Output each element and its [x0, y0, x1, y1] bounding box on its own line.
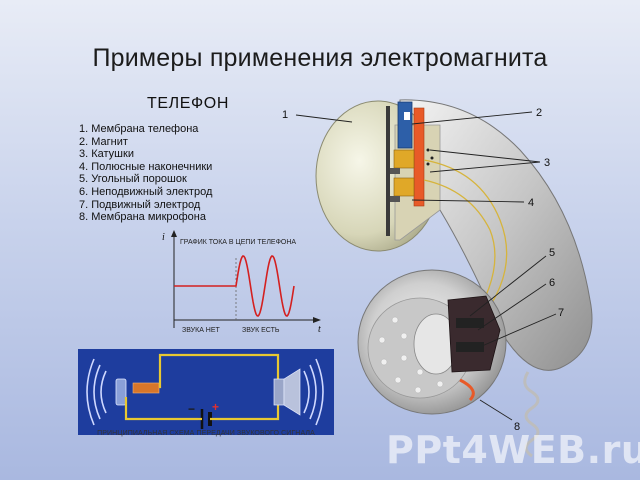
graph-y-label: i [162, 232, 165, 243]
legend-item: 1. Мембрана телефона [79, 123, 199, 135]
microphone-icon [115, 378, 127, 406]
current-signal-line [174, 255, 295, 317]
label-leaders [295, 111, 557, 421]
battery-minus: − [188, 402, 195, 416]
sound-waves-left [86, 358, 107, 426]
circuit-diagram: − + [78, 349, 334, 435]
graph-x-label: t [318, 324, 321, 335]
handset-illustration: 1 2 3 4 5 6 7 8 [282, 99, 593, 458]
parts-legend: 1. Мембрана телефона 2. Магнит 3. Катушк… [79, 123, 212, 224]
cable-spring [523, 371, 540, 458]
watermark: PPt4WEB.ru [386, 428, 640, 472]
graph-sound-label: ЗВУК ЕСТЬ [242, 327, 280, 334]
speaker-icon [273, 368, 301, 416]
diagram-label-1: 1 [282, 109, 288, 121]
coil-icon [393, 149, 415, 197]
battery-plus: + [212, 400, 219, 414]
battery-icon [198, 409, 214, 429]
microphone-part [357, 269, 507, 415]
legend-item: 6. Неподвижный электрод [79, 185, 213, 198]
diagram-label-6: 6 [549, 277, 555, 289]
diagram-label-8: 8 [514, 421, 520, 433]
diagram-label-7: 7 [558, 307, 564, 319]
circuit-wires [124, 353, 280, 421]
handset-body [399, 99, 593, 371]
current-graph: i t ГРАФИК ТОКА В ЦЕПИ ТЕЛЕФОНА ЗВУКА НЕ… [162, 230, 321, 335]
sound-waves-right [303, 358, 324, 426]
legend-item: 4. Полюсные наконечники [79, 160, 213, 173]
graph-title: ГРАФИК ТОКА В ЦЕПИ ТЕЛЕФОНА [180, 239, 296, 246]
phone-title: ТЕЛЕФОН [147, 95, 229, 112]
diagram-label-2: 2 [536, 107, 542, 119]
legend-item: 3. Катушки [79, 148, 134, 161]
graph-no-sound-label: ЗВУКА НЕТ [182, 327, 221, 334]
magnet-icon [397, 101, 413, 149]
coil-icon [132, 382, 160, 394]
legend-item: 2. Магнит [79, 135, 128, 148]
slide-title: Примеры применения электромагнита [92, 44, 548, 72]
circuit-caption: ПРИНЦИПИАЛЬНАЯ СХЕМА ПЕРЕДАЧИ ЗВУКОВОГО … [97, 430, 315, 437]
diagram-label-5: 5 [549, 247, 555, 259]
diagram-label-3: 3 [544, 157, 550, 169]
legend-item: 5. Угольный порошок [79, 173, 187, 186]
diagram-label-4: 4 [528, 197, 534, 209]
connection-dots [426, 148, 434, 166]
graph-x-arrow [313, 317, 321, 323]
graph-y-arrow [171, 230, 177, 237]
pole-pieces [390, 168, 400, 202]
legend-item: 7. Подвижный электрод [79, 198, 201, 211]
phone-membrane [386, 106, 390, 236]
legend-item: 8. Мембрана микрофона [79, 211, 206, 224]
